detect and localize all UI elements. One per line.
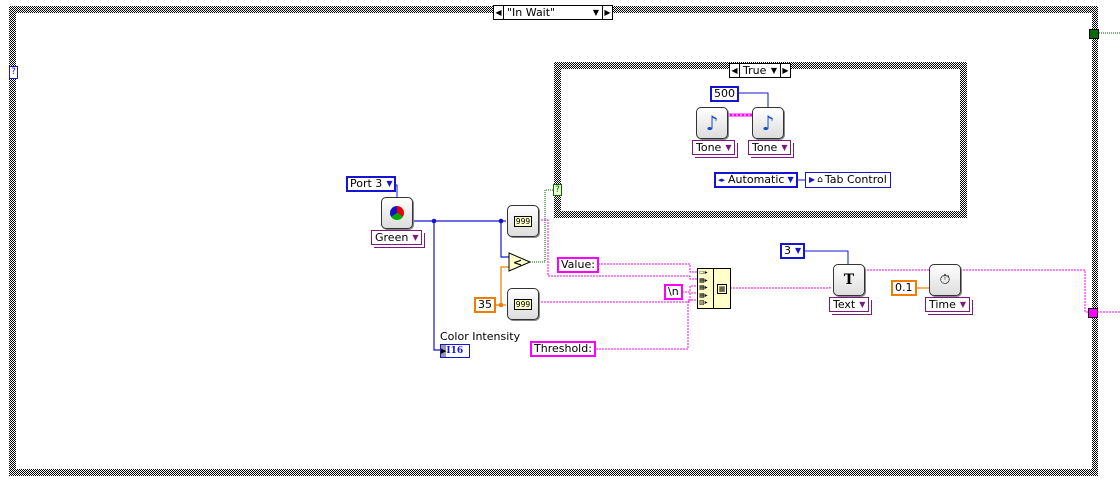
display-block[interactable]: T	[833, 264, 865, 296]
wire-string-threshold-label	[590, 299, 698, 350]
wait-mode-ring[interactable]: Time▼	[925, 297, 971, 312]
concatenate-inputs: ▭▸▦▸▦▸▦▸▨▸	[698, 269, 714, 308]
wait-block[interactable]: ⏱	[929, 264, 961, 296]
display-mode-ring[interactable]: Text▼	[829, 297, 870, 312]
wire-string-value-label	[595, 263, 698, 273]
wire-string-concat-out	[730, 287, 831, 289]
wire-string-newline	[682, 285, 698, 293]
value-label-constant[interactable]: Value:	[557, 257, 599, 273]
less-than-node[interactable]: <	[508, 252, 532, 272]
inner-case-selector-value: True	[743, 64, 767, 77]
dropdown-arrow-icon: ▼	[781, 143, 788, 152]
ring-label: Tone	[696, 141, 722, 154]
music-note-icon: ♪	[761, 111, 775, 135]
number-to-text-block-1[interactable]: 999	[507, 205, 539, 237]
dropdown-arrow-icon: ▼	[412, 233, 419, 242]
sensor-mode-ring[interactable]: Green▼	[371, 230, 423, 245]
newline-constant[interactable]: \n	[664, 284, 683, 300]
dropdown-arrow-icon: ▼	[787, 175, 794, 184]
wait-time-constant[interactable]: 0.1	[891, 280, 917, 296]
enum-constant[interactable]: ◂▸ Automatic ▼	[714, 172, 798, 188]
outer-case-selector[interactable]: ◀ "In Wait" ▼ ▶	[493, 5, 613, 20]
number-to-text-block-2[interactable]: 999	[507, 288, 539, 320]
dropdown-arrow-icon: ▼	[386, 179, 393, 188]
inner-case-selector-terminal[interactable]: ?	[553, 184, 562, 196]
decrement-arrow-icon[interactable]: ◀	[494, 6, 504, 19]
color-intensity-indicator[interactable]: ▶I16	[440, 344, 470, 358]
dropdown-arrow-icon: ▼	[795, 246, 802, 255]
number-to-text-icon: 999	[513, 215, 533, 227]
dropdown-arrow-icon[interactable]: ▼	[770, 66, 777, 75]
decrement-arrow-icon[interactable]: ◀	[730, 64, 740, 77]
dropdown-arrow-icon: ▼	[725, 143, 732, 152]
stopwatch-icon: ⏱	[939, 272, 951, 288]
outer-case-selector-terminal[interactable]: ?	[9, 66, 18, 79]
increment-arrow-icon[interactable]: ▶	[602, 6, 612, 19]
enum-value: Automatic	[728, 173, 785, 186]
property-node-label: Tab Control	[824, 173, 887, 186]
threshold-label-constant[interactable]: Threshold:	[530, 341, 596, 357]
dropdown-arrow-icon: ▼	[859, 300, 866, 309]
indicator-label: Color Intensity	[440, 330, 521, 343]
ring-label: Green	[375, 231, 409, 244]
dropdown-arrow-icon: ▼	[959, 300, 967, 309]
boolean-tunnel[interactable]	[1089, 29, 1099, 39]
ring-label: Time	[929, 298, 956, 311]
dropdown-arrow-icon[interactable]: ▼	[592, 8, 599, 17]
line-number-constant[interactable]: 3 ▼	[780, 243, 806, 259]
tone-block-1[interactable]: ♪	[696, 107, 728, 139]
wire-boolean	[530, 189, 553, 263]
number-to-text-icon: 999	[513, 298, 533, 310]
indicator-arrow-icon: ▶	[441, 345, 447, 357]
ring-label: Tone	[752, 141, 778, 154]
line-number-value: 3	[784, 244, 791, 257]
color-sensor-block[interactable]	[381, 197, 413, 229]
less-than-symbol: <	[513, 256, 522, 269]
wire-indicator	[433, 221, 441, 351]
port-value: Port 3	[350, 177, 383, 190]
wire-line-number	[805, 250, 849, 264]
color-sensor-icon	[390, 206, 404, 220]
wire-int-tone	[735, 92, 769, 108]
inner-case-selector[interactable]: ◀ True ▼ ▶	[729, 63, 791, 78]
home-icon: ⌂	[817, 175, 823, 185]
tone-block-2-mode-ring[interactable]: Tone▼	[748, 140, 792, 155]
concatenate-strings-node[interactable]: ▭▸▦▸▦▸▦▸▨▸ ▦	[697, 268, 731, 309]
tone-constant[interactable]: 500	[710, 86, 739, 102]
indicator-type: I16	[446, 346, 464, 356]
wire-string-display-out	[864, 269, 1088, 313]
wire-string-threshold-num	[538, 292, 698, 303]
threshold-constant[interactable]: 35	[474, 297, 496, 313]
port-ring[interactable]: Port 3 ▼	[346, 176, 397, 192]
outer-case-selector-value: "In Wait"	[507, 6, 556, 19]
string-tunnel[interactable]	[1088, 308, 1098, 318]
concatenate-icon: ▦	[716, 283, 728, 294]
tone-block-1-mode-ring[interactable]: Tone▼	[692, 140, 736, 155]
property-node[interactable]: ▶ ⌂ Tab Control	[805, 172, 891, 188]
enum-arrows-icon: ◂▸	[718, 176, 726, 184]
tone-block-2[interactable]: ♪	[752, 107, 784, 139]
ring-label: Text	[833, 298, 856, 311]
display-text-icon: T	[843, 272, 855, 288]
wire-string-value-num	[538, 219, 698, 280]
property-arrow-icon: ▶	[809, 175, 816, 184]
music-note-icon: ♪	[705, 111, 719, 135]
increment-arrow-icon[interactable]: ▶	[780, 64, 790, 77]
